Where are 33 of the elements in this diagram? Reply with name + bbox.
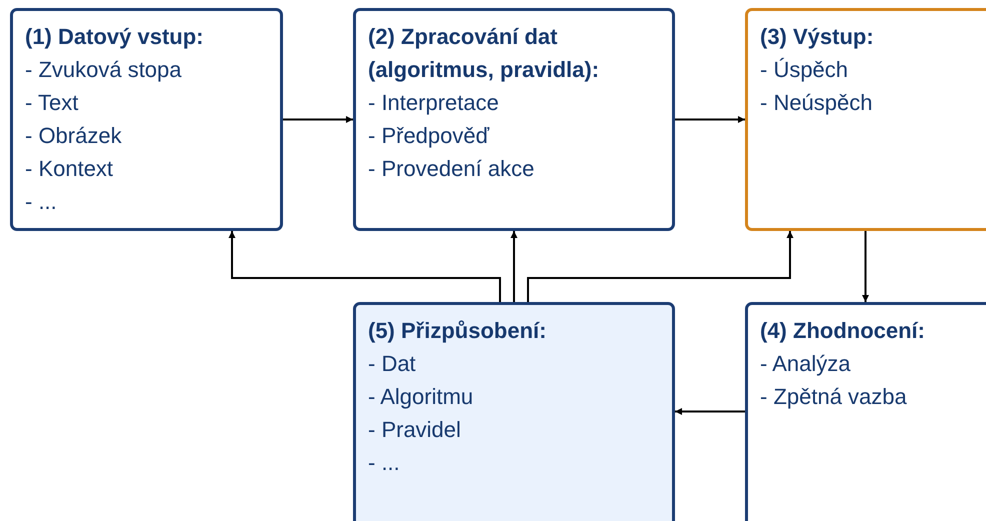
list-item: - Algoritmu (368, 383, 474, 411)
list-item: - Interpretace (368, 89, 499, 117)
list-item: - Předpověď (368, 122, 490, 150)
box-heading: (1) Datový vstup: (25, 23, 204, 51)
arrow (675, 116, 745, 123)
arrow (862, 231, 869, 302)
box-heading: (5) Přizpůsobení: (368, 317, 548, 345)
arrow (228, 231, 501, 302)
list-item: - Obrázek (25, 122, 122, 150)
list-item: - Provedení akce (368, 155, 534, 183)
process-box (353, 302, 675, 521)
arrow (283, 116, 353, 123)
list-item: - Dat (368, 350, 416, 378)
list-item: - Pravidel (368, 416, 461, 444)
box-heading: (2) Zpracování dat (algoritmus, pravidla): (368, 23, 600, 84)
list-item: - Zvuková stopa (25, 56, 182, 84)
list-item: - Kontext (25, 155, 114, 183)
process-box (353, 8, 675, 231)
process-box (745, 302, 986, 521)
list-item: - Úspěch (760, 56, 848, 84)
arrow (527, 231, 794, 302)
list-item: - Analýza (760, 350, 850, 378)
list-item: - Text (25, 89, 78, 117)
list-item: - Neúspěch (760, 89, 873, 117)
list-item: - ... (25, 188, 57, 216)
arrow (510, 231, 518, 302)
box-heading: (4) Zhodnocení: (760, 317, 926, 345)
list-item: - Zpětná vazba (760, 383, 907, 411)
arrow (675, 408, 745, 415)
list-item: - ... (368, 449, 400, 477)
process-box (10, 8, 283, 231)
process-box (745, 8, 986, 231)
box-heading: (3) Výstup: (760, 23, 875, 51)
